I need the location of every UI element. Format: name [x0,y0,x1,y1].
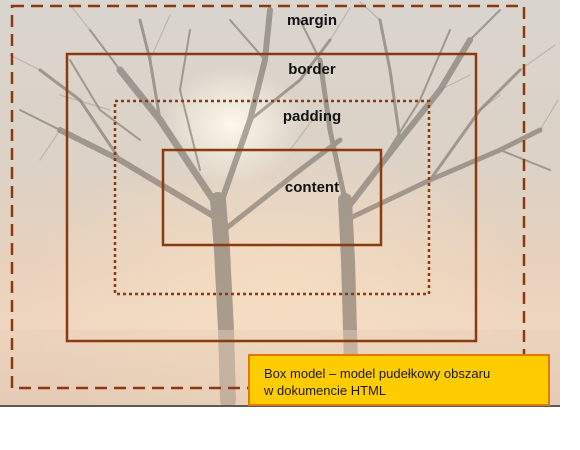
caption-box: Box model – model pudełkowy obszaru w do… [248,354,550,406]
padding-label: padding [282,108,342,125]
caption-line-1: Box model – model pudełkowy obszaru [264,366,491,381]
content-box [161,148,383,247]
border-box [65,52,478,343]
margin-box [10,4,526,390]
border-label: border [288,61,336,78]
content-label: content [284,179,340,196]
photo-edge [0,405,560,407]
padding-box [113,99,431,296]
margin-label: margin [286,12,337,29]
caption-line-2: w dokumencie HTML [264,383,387,398]
